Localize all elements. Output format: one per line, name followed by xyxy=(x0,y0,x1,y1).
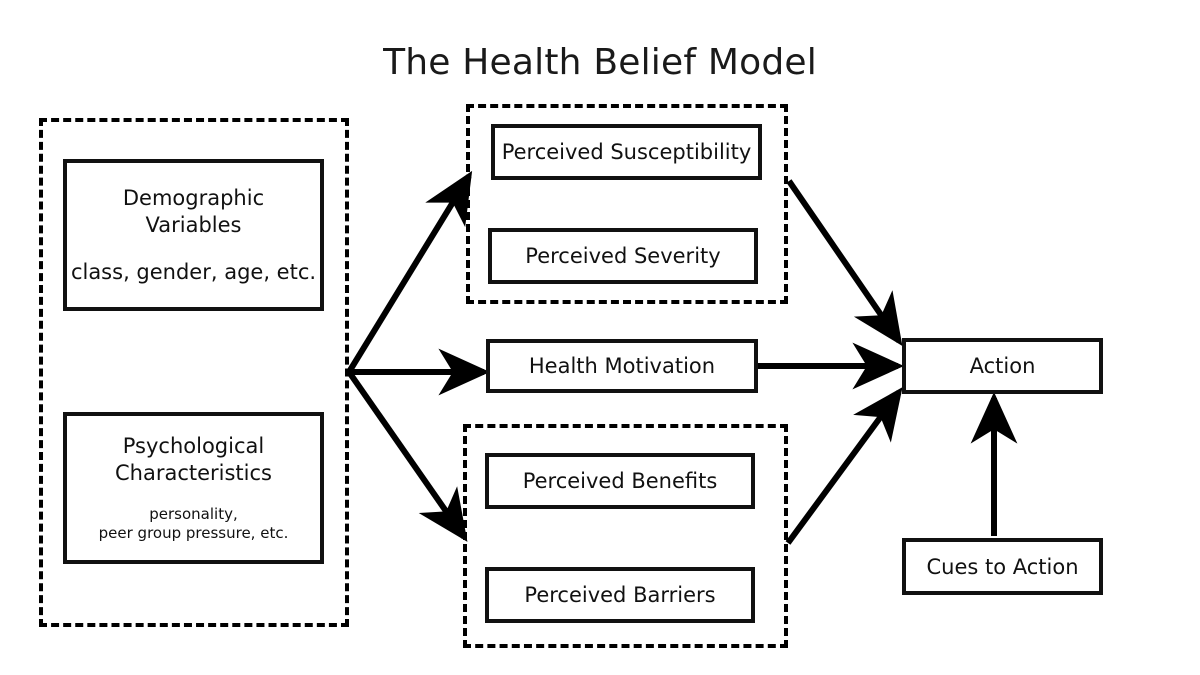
arrow-to-threat-group xyxy=(346,170,473,374)
perceived-susceptibility-label: Perceived Susceptibility xyxy=(501,140,752,164)
perceived-susceptibility-box[interactable]: Perceived Susceptibility xyxy=(491,124,762,180)
cues-to-action-box[interactable]: Cues to Action xyxy=(902,538,1103,595)
psychological-characteristics-box[interactable]: Psychological Characteristics personalit… xyxy=(63,412,324,564)
arrow-evaluation-to-action xyxy=(785,387,903,545)
action-box[interactable]: Action xyxy=(902,338,1103,394)
health-motivation-label: Health Motivation xyxy=(528,354,716,378)
perceived-severity-label: Perceived Severity xyxy=(525,244,721,268)
perceived-barriers-label: Perceived Barriers xyxy=(524,583,716,607)
perceived-benefits-box[interactable]: Perceived Benefits xyxy=(485,453,755,509)
demographic-variables-sub: class, gender, age, etc. xyxy=(70,259,317,284)
individual-characteristics-group xyxy=(39,118,349,627)
threat-perception-group xyxy=(466,104,788,304)
action-label: Action xyxy=(969,354,1036,378)
psychological-characteristics-sub: personality, peer group pressure, etc. xyxy=(98,505,289,542)
arrow-threat-to-action xyxy=(786,179,903,346)
perceived-barriers-box[interactable]: Perceived Barriers xyxy=(485,567,755,623)
demographic-variables-title: Demographic Variables xyxy=(122,186,265,237)
cues-to-action-label: Cues to Action xyxy=(926,554,1079,579)
behavioral-evaluation-group xyxy=(463,424,788,648)
page-title: The Health Belief Model xyxy=(383,42,817,83)
psychological-characteristics-title: Psychological Characteristics xyxy=(114,434,272,486)
health-motivation-box[interactable]: Health Motivation xyxy=(486,339,758,393)
demographic-variables-box[interactable]: Demographic Variables class, gender, age… xyxy=(63,159,324,311)
perceived-benefits-label: Perceived Benefits xyxy=(522,469,718,493)
perceived-severity-box[interactable]: Perceived Severity xyxy=(488,228,758,284)
arrow-to-behavioral-evaluation-group xyxy=(346,370,468,542)
